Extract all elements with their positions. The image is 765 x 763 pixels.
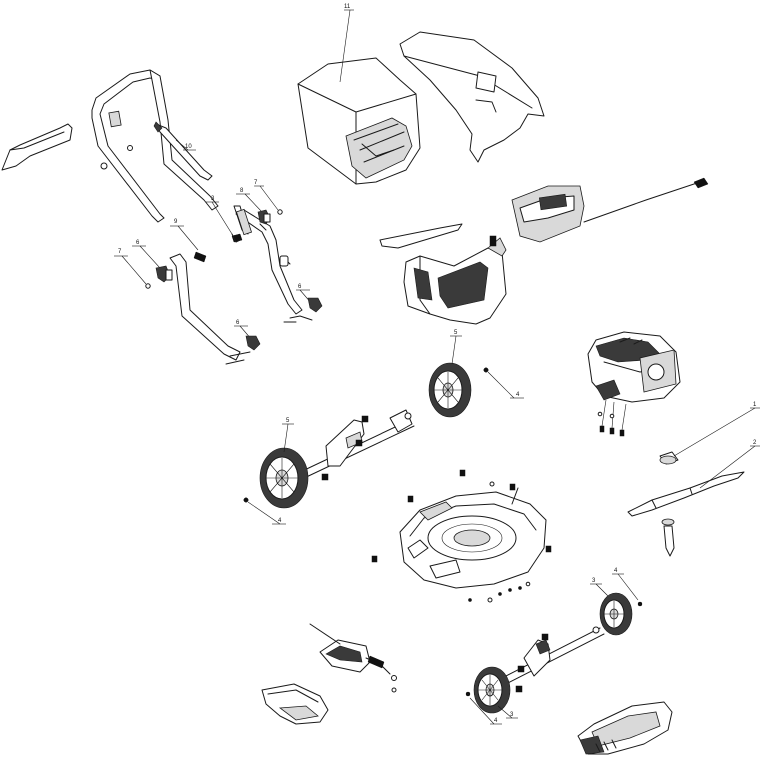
callout-rear-wheel-right: 5 — [454, 330, 458, 336]
discharge-chute — [262, 624, 397, 724]
blade: 2 — [628, 440, 760, 556]
callout-knob-right: 6 — [298, 284, 302, 290]
callout-front-wheel-left: 3 — [510, 712, 514, 718]
bolt-lower: 7 — [114, 249, 150, 288]
callout-front-wheel-right: 3 — [592, 578, 596, 584]
mower-deck — [372, 470, 551, 602]
callout-bolt-lower: 7 — [118, 249, 122, 255]
callout-cable-lower: 9 — [174, 219, 178, 225]
rear-axle — [296, 410, 414, 480]
front-wheel-left: 3 4 — [466, 667, 518, 724]
rear-flap — [380, 178, 708, 248]
grass-bag-box: 11 — [298, 4, 420, 184]
callout-front-wheel-left-bolt: 4 — [494, 718, 498, 724]
callout-blade-adapter: 1 — [753, 402, 757, 408]
blade-adapter: 1 — [660, 402, 760, 464]
callout-front-wheel-right-bolt: 4 — [614, 568, 618, 574]
callout-handle-lever: 10 — [185, 144, 192, 150]
front-housing — [578, 702, 672, 754]
callout-rear-wheel-left-bolt: 4 — [278, 518, 282, 524]
callout-rear-wheel-right-bolt: 4 — [516, 392, 520, 398]
front-axle — [498, 627, 604, 692]
callout-knob-lower: 6 — [136, 240, 140, 246]
callout-rear-wheel-left: 5 — [286, 418, 290, 424]
callout-blade: 2 — [753, 440, 757, 446]
callout-bolt-upper: 7 — [254, 180, 258, 186]
rear-wheel-left: 5 4 — [244, 418, 308, 524]
callout-knob-bottom: 6 — [236, 320, 240, 326]
callout-knob-upper: 8 — [240, 188, 244, 194]
grass-bag-frame — [400, 32, 544, 162]
rear-wheel-right: 5 4 — [429, 330, 524, 417]
engine — [588, 332, 680, 436]
knob-lower: 6 — [132, 240, 172, 282]
front-wheel-right: 3 4 — [590, 568, 642, 635]
callout-grass-bag: 11 — [344, 4, 351, 10]
bolt-upper: 7 — [254, 180, 282, 214]
lower-handle — [170, 206, 302, 360]
rear-housing — [404, 236, 506, 324]
